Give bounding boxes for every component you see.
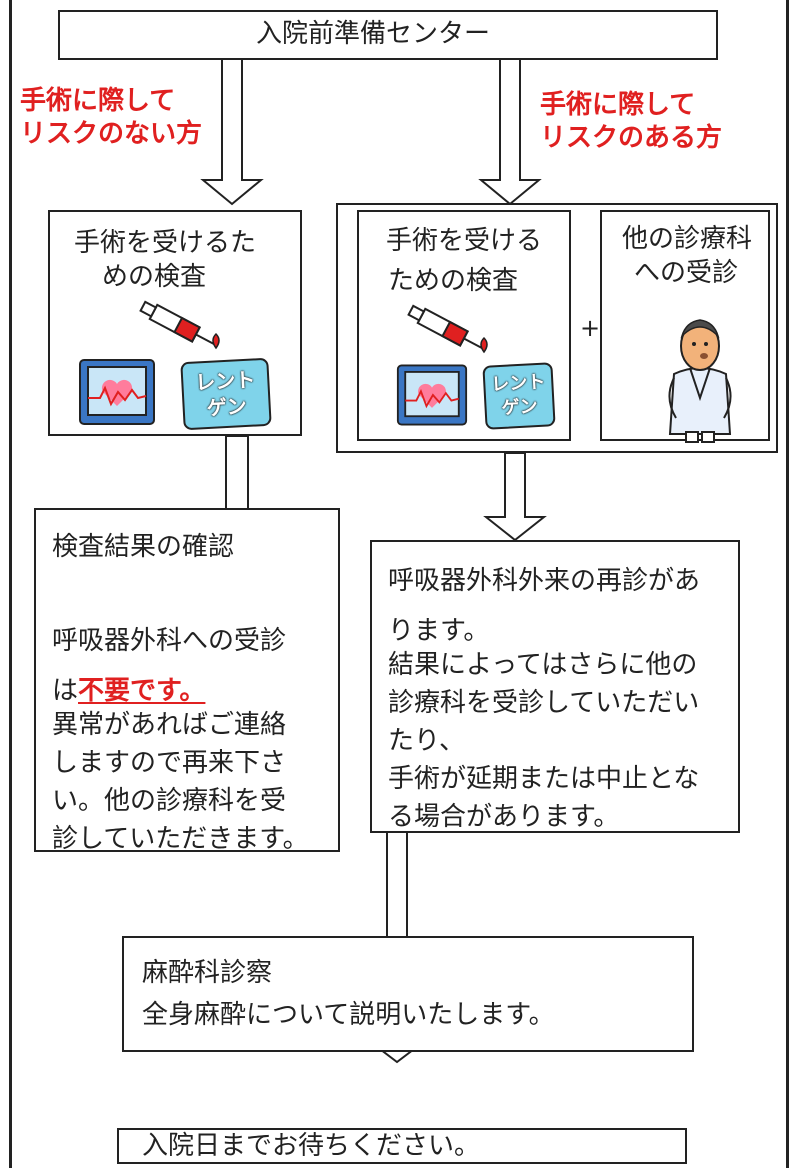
right-exam-line1: 手術を受ける bbox=[386, 226, 543, 256]
other-dept-line2: への受診 bbox=[634, 258, 739, 288]
xray-label-line2: ゲン bbox=[206, 393, 248, 421]
anesthesia-box bbox=[122, 936, 694, 1052]
left-result-line4: 異常があればご連絡 bbox=[52, 710, 287, 740]
right-result-line6: 手術が延期または中止とな bbox=[388, 764, 700, 794]
syringe-icon bbox=[139, 300, 220, 350]
intake-center-label: 入院前準備センター bbox=[256, 19, 491, 49]
heart-monitor-icon bbox=[396, 364, 468, 426]
right-result-box bbox=[370, 540, 740, 833]
other-dept-line1: 他の診療科 bbox=[622, 224, 753, 254]
xray-label-line1: レント bbox=[490, 371, 546, 396]
right-result-line7: る場合があります。 bbox=[388, 802, 620, 832]
left-result-line7: 診していただきます。 bbox=[52, 824, 309, 854]
anesthesia-line1: 麻酔科診察 bbox=[142, 958, 273, 988]
heart-monitor-icon bbox=[79, 359, 155, 425]
right-result-line2: ります。 bbox=[388, 616, 490, 646]
anesthesia-line2: 全身麻酔について説明いたします。 bbox=[142, 1000, 555, 1030]
page-frame-right bbox=[786, 0, 789, 1168]
right-result-line3: 結果によってはさらに他の bbox=[388, 650, 698, 680]
risk-label-line1: 手術に際して bbox=[540, 90, 696, 120]
left-exam-line1: 手術を受けるた bbox=[74, 228, 257, 258]
arrow-top-left bbox=[200, 57, 264, 206]
right-exam-line2: ための検査 bbox=[388, 266, 519, 296]
left-result-line2: 呼吸器外科への受診 bbox=[52, 626, 287, 656]
right-result-line1: 呼吸器外科外来の再診があ bbox=[388, 566, 701, 596]
left-result-line1: 検査結果の確認 bbox=[52, 532, 235, 562]
connector-left bbox=[225, 435, 249, 513]
xray-icon: レント ゲン bbox=[180, 357, 272, 431]
risk-label-line2: リスクのある方 bbox=[540, 123, 723, 153]
xray-icon: レント ゲン bbox=[482, 362, 556, 430]
xray-label-line2: ゲン bbox=[501, 396, 539, 419]
page-frame-left bbox=[9, 0, 12, 1168]
left-result-line3: は不要です。 bbox=[52, 672, 205, 710]
no-risk-label-line2: リスクのない方 bbox=[20, 119, 203, 149]
arrow-top-right bbox=[478, 57, 542, 206]
xray-label-line1: レント bbox=[194, 367, 256, 395]
left-result-box bbox=[34, 508, 340, 852]
right-result-line5: たり、 bbox=[388, 726, 465, 756]
left-exam-line2: めの検査 bbox=[102, 262, 207, 292]
left-result-line5: しますので再来下さ bbox=[52, 748, 287, 778]
final-box bbox=[117, 1128, 687, 1164]
left-result-line3-prefix: は bbox=[52, 676, 79, 706]
not-required-emphasis: 不要です。 bbox=[78, 676, 206, 706]
arrow-exam-right bbox=[483, 452, 547, 542]
syringe-icon bbox=[407, 304, 488, 354]
right-result-line4: 診療科を受診していただい bbox=[388, 688, 700, 718]
intake-center-box bbox=[58, 10, 718, 60]
doctor-icon bbox=[668, 319, 732, 443]
left-result-line6: い。他の診療科を受 bbox=[52, 786, 287, 816]
no-risk-label-line1: 手術に際して bbox=[20, 86, 176, 116]
final-label: 入院日までお待ちください。 bbox=[142, 1131, 481, 1161]
plus-sign: + bbox=[580, 314, 601, 342]
